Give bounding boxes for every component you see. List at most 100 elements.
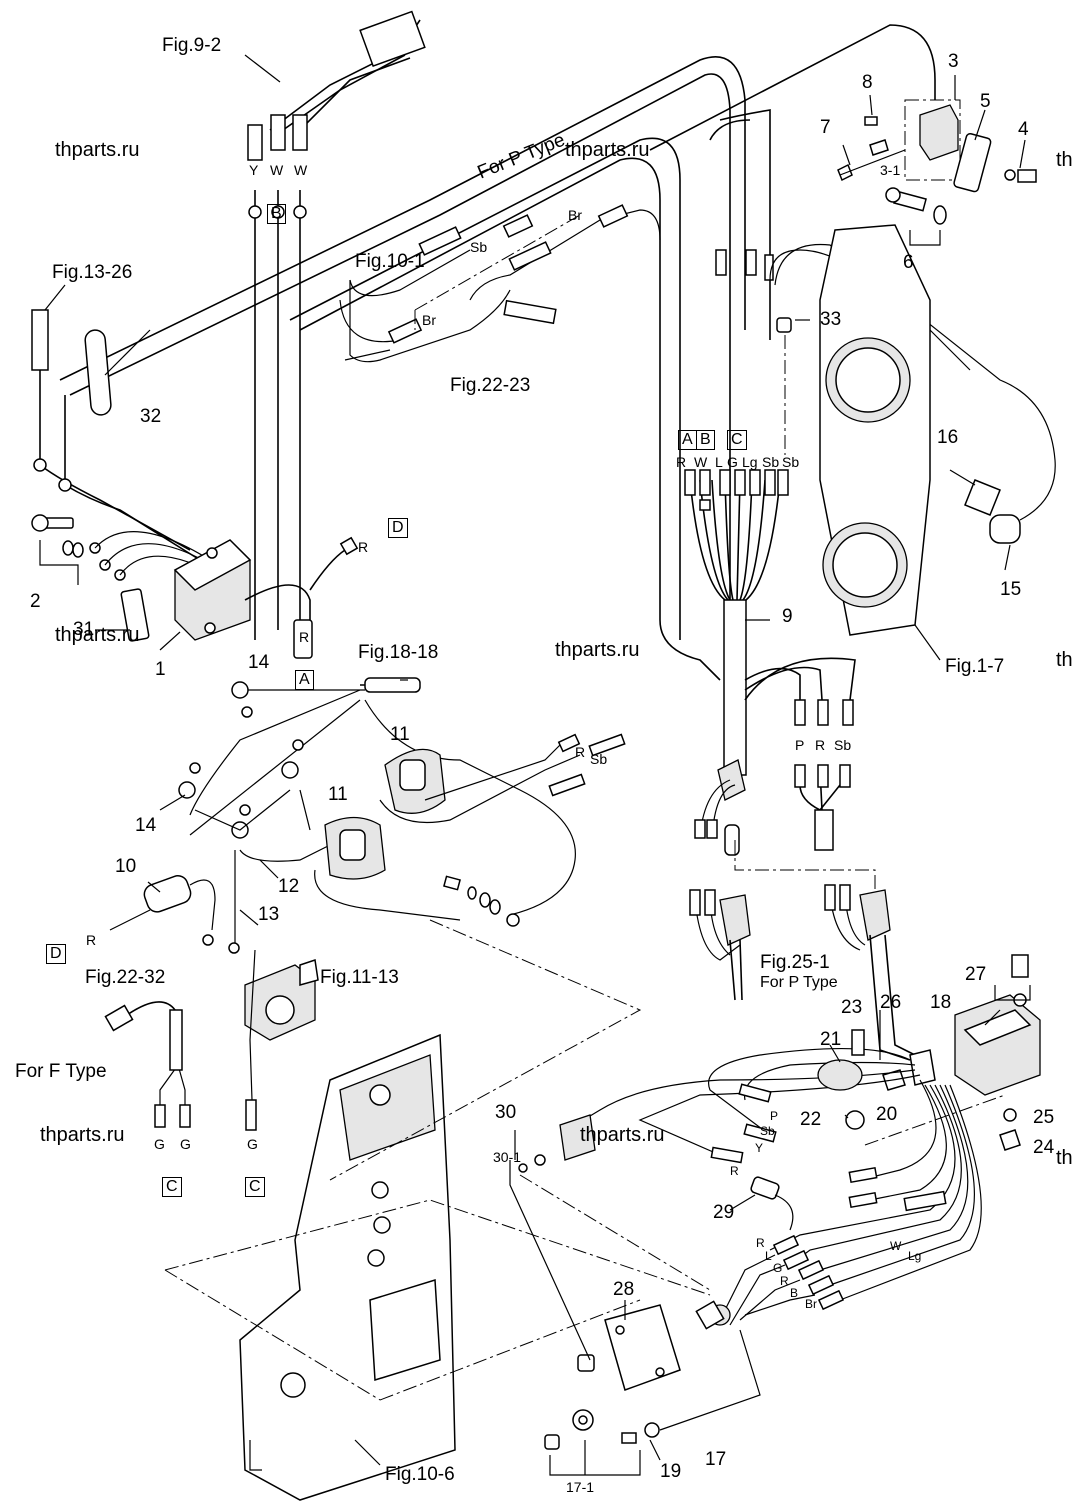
connector-box-d: D	[46, 944, 66, 964]
part-number-6: 6	[903, 252, 914, 273]
part-number-32: 32	[140, 406, 162, 427]
part-number-4: 4	[1018, 119, 1029, 140]
part-number-14a: 14	[248, 652, 270, 673]
harness-code-sb: Sb	[762, 454, 780, 470]
wire-code-p: P	[795, 737, 805, 753]
fig-ref-13-26: Fig.13-26	[52, 262, 133, 283]
for-f-type-label: For F Type	[15, 1061, 107, 1082]
wire-code-sb: Sb	[760, 1124, 775, 1138]
part-number-23: 23	[841, 997, 863, 1018]
connector-box-c: C	[727, 430, 747, 450]
wire-code-sb: Sb	[834, 737, 852, 753]
harness-code-w: W	[694, 454, 708, 470]
fig-ref-18-18: Fig.18-18	[358, 642, 439, 663]
wire-code-y: Y	[249, 162, 259, 178]
harness-code-r: R	[676, 454, 687, 470]
wire-code-w: W	[294, 162, 308, 178]
part-number-11a: 11	[390, 724, 410, 745]
watermark-text: thparts.ru	[555, 639, 640, 661]
wire-code-g: G	[154, 1136, 165, 1152]
lower-left-connectors	[104, 949, 319, 1131]
part-number-16: 16	[937, 427, 959, 448]
part-number-27: 27	[965, 964, 987, 985]
part-number-14b: 14	[135, 815, 157, 836]
harness-code-g: G	[727, 454, 738, 470]
part-number-7: 7	[820, 117, 831, 138]
part-number-5: 5	[980, 91, 991, 112]
wire-code-br: Br	[568, 207, 582, 223]
wire-code-g: G	[180, 1136, 191, 1152]
watermark-fragment: th	[1056, 149, 1073, 171]
part-number-2: 2	[30, 591, 41, 612]
part-number-31: 31	[73, 619, 95, 640]
part-number-17: 17	[705, 1449, 727, 1470]
watermark-fragment: th	[1056, 1147, 1073, 1169]
part-number-18: 18	[930, 992, 952, 1013]
wire-code-w: W	[270, 162, 284, 178]
junction-box	[509, 954, 1041, 1476]
part-number-21: 21	[820, 1029, 842, 1050]
wire-code-r: R	[730, 1164, 739, 1178]
part-number-12: 12	[278, 876, 300, 897]
part-number-15: 15	[1000, 579, 1022, 600]
part-number-19: 19	[660, 1461, 682, 1482]
part-number-13: 13	[258, 904, 280, 925]
wire-code-r: R	[756, 1236, 765, 1250]
part-number-17-1: 17-1	[566, 1479, 595, 1495]
wire-code-r: R	[780, 1274, 789, 1288]
harness-code-lg: Lg	[742, 454, 758, 470]
wire-code-r: R	[815, 737, 826, 753]
connector-box-d: D	[388, 518, 408, 538]
wire-code-y: Y	[755, 1141, 764, 1155]
part-number-29: 29	[713, 1202, 735, 1223]
fig-ref-10-1: Fig.10-1	[355, 251, 425, 272]
watermark-text: thparts.ru	[580, 1124, 665, 1146]
connector-box-a: A	[678, 430, 697, 450]
part-number-3: 3	[948, 51, 959, 72]
wire-code-g: G	[247, 1136, 258, 1152]
watermark-text: thparts.ru	[55, 139, 140, 161]
wire-code-r: R	[299, 629, 310, 645]
part-number-22: 22	[800, 1109, 822, 1130]
part-number-26: 26	[880, 992, 902, 1013]
central-harness	[684, 243, 1056, 856]
part-number-25: 25	[1033, 1107, 1055, 1128]
wire-code-r: R	[86, 932, 97, 948]
watermark-text: thparts.ru	[40, 1124, 125, 1146]
part-number-33: 33	[820, 309, 842, 330]
for-p-type-label-2: For P Type	[760, 974, 838, 991]
part-number-24: 24	[1033, 1137, 1055, 1158]
wire-code-b: B	[790, 1286, 799, 1300]
wire-code-r: R	[358, 539, 369, 555]
main-harness-lines	[59, 10, 936, 681]
engine-block	[819, 224, 1021, 636]
part-number-20: 20	[876, 1104, 898, 1125]
leader-lines	[44, 54, 1026, 1466]
wire-code-l: L	[765, 1249, 772, 1263]
wire-code-p: P	[770, 1109, 779, 1123]
left-components	[31, 329, 359, 659]
wire-code-br: Br	[422, 312, 436, 328]
connector-box-c: C	[162, 1177, 182, 1197]
fig-ref-1-7: Fig.1-7	[945, 656, 1005, 677]
fig-ref-22-32: Fig.22-32	[85, 967, 166, 988]
wire-code-r: R	[575, 744, 586, 760]
connector-box-c: C	[245, 1177, 265, 1197]
upper-left-connectors	[31, 114, 308, 640]
coils	[109, 677, 626, 954]
part-number-11b: 11	[328, 784, 348, 805]
connector-box-b: B	[696, 430, 715, 450]
wire-code-sb: Sb	[470, 239, 488, 255]
part-number-1: 1	[155, 659, 166, 680]
fig-25-1-connectors	[689, 840, 916, 1061]
cover-plate	[164, 919, 711, 1501]
part-number-8: 8	[862, 72, 873, 93]
wire-code-br: Br	[805, 1297, 817, 1311]
watermark-text: thparts.ru	[565, 139, 650, 161]
connector-box-a: A	[295, 670, 314, 690]
harness-code-sb: Sb	[782, 454, 800, 470]
top-right-switch	[837, 99, 1037, 246]
wire-code-sb: Sb	[590, 751, 608, 767]
wire-code-w: W	[890, 1239, 902, 1253]
